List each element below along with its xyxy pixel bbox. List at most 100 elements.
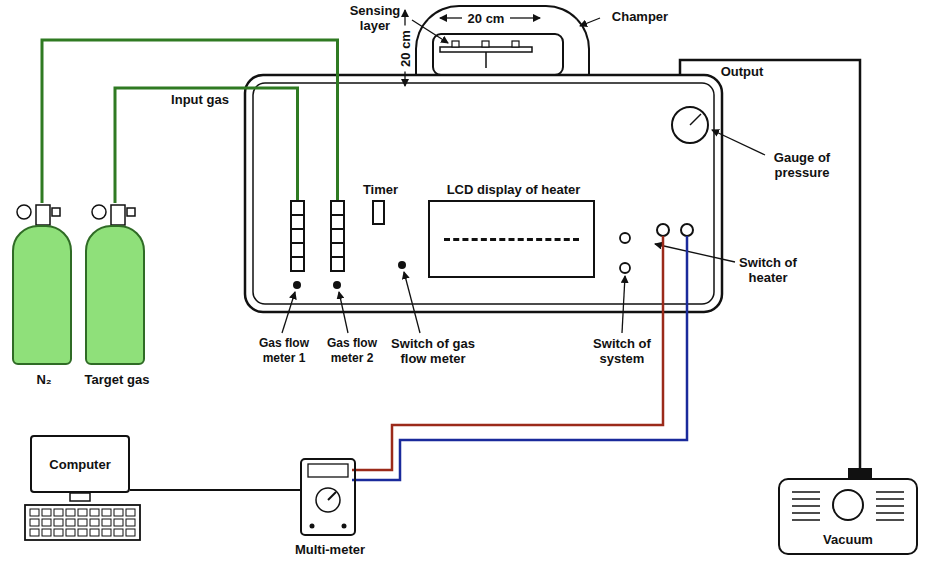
grille-line — [792, 491, 820, 493]
leader-line — [404, 272, 420, 333]
valve — [36, 205, 50, 225]
electrode — [482, 41, 489, 47]
main-unit-panel — [253, 83, 714, 304]
keyboard — [25, 505, 140, 540]
node-label: Target gas — [67, 372, 167, 387]
text-label: 20 cm — [398, 26, 413, 72]
lcd-segments — [444, 238, 579, 241]
valve-gauge — [92, 205, 106, 219]
leader-line — [655, 244, 735, 262]
key — [66, 529, 75, 536]
leader-line — [712, 130, 765, 155]
pump-inlet — [848, 468, 872, 478]
node-label: Vacuum — [823, 532, 873, 547]
meter-display — [308, 464, 348, 477]
node-label: Timer — [354, 182, 407, 197]
key — [42, 529, 51, 536]
electrode — [452, 41, 459, 47]
key — [54, 519, 63, 526]
grille-line — [876, 512, 904, 514]
text-label: Switch of heater — [735, 255, 801, 285]
node-label: N₂ — [9, 372, 79, 387]
key — [78, 529, 87, 536]
main-unit — [245, 75, 722, 312]
gas-line — [42, 40, 338, 203]
meter-socket — [310, 524, 315, 529]
valve-gauge — [17, 205, 31, 219]
flow-knob — [293, 281, 301, 289]
node-label: Multi-meter — [282, 542, 378, 557]
key — [114, 529, 123, 536]
grille-line — [876, 519, 904, 521]
grille-line — [876, 505, 904, 507]
switch-circle — [620, 233, 630, 243]
dimension-arrow — [404, 70, 405, 86]
key — [66, 509, 75, 516]
timer-box: Timer — [372, 200, 385, 225]
key — [114, 519, 123, 526]
node-label: Gas flow meter 1 — [254, 336, 314, 366]
text-label: Switch of system — [585, 336, 659, 366]
node-label: Gas flow meter 2 — [322, 336, 382, 366]
dimension-arrow — [510, 17, 540, 18]
leader-line — [339, 292, 348, 333]
key — [90, 509, 99, 516]
gas-line — [130, 489, 300, 491]
text-label: 20 cm — [463, 11, 509, 26]
text-label: Gauge of pressure — [762, 150, 842, 180]
key — [102, 519, 111, 526]
gas-line — [115, 88, 298, 203]
electrode — [512, 41, 519, 47]
key — [30, 509, 39, 516]
key — [42, 519, 51, 526]
switch-dot — [398, 261, 406, 269]
key — [102, 529, 111, 536]
monitor-stand — [70, 493, 90, 501]
key — [30, 519, 39, 526]
node-label: Computer — [49, 457, 110, 472]
vacuum-pump: Vacuum — [778, 478, 918, 555]
key — [78, 519, 87, 526]
holder — [485, 52, 487, 68]
key — [90, 529, 99, 536]
text-label: Input gas — [160, 92, 240, 107]
gauge-needle — [690, 114, 701, 125]
text-label: Switch of gas flow meter — [385, 336, 481, 366]
valve-knob — [127, 208, 135, 216]
leader-line — [282, 292, 295, 333]
meter-dial — [316, 488, 340, 512]
key — [54, 529, 63, 536]
key — [114, 509, 123, 516]
valve-knob — [52, 208, 60, 216]
pressure-gauge — [672, 107, 708, 143]
key — [102, 509, 111, 516]
key — [126, 519, 135, 526]
pump-fan — [833, 490, 863, 520]
key — [66, 519, 75, 526]
key — [42, 509, 51, 516]
flow-meter: Gas flow meter 1 — [290, 200, 305, 272]
grille-line — [792, 498, 820, 500]
text-label: Output — [712, 64, 772, 79]
gas-cylinder: N₂ — [12, 225, 72, 365]
valve — [111, 205, 125, 225]
meter-socket — [342, 524, 347, 529]
grille-line — [876, 491, 904, 493]
pump-grille — [792, 492, 904, 520]
flow-meter: Gas flow meter 2 — [330, 200, 345, 272]
gas-cylinder: Target gas — [85, 225, 145, 365]
computer-monitor: Computer — [30, 435, 130, 493]
switch-circle — [620, 263, 630, 273]
output-pipe — [680, 60, 860, 470]
lcd-display: LCD display of heater — [428, 200, 595, 278]
chamber-inner — [433, 34, 563, 75]
key — [126, 509, 135, 516]
grille-line — [792, 519, 820, 521]
leader-line — [412, 20, 448, 43]
sensing-layer — [440, 47, 532, 52]
terminal — [657, 224, 669, 236]
grille-line — [792, 512, 820, 514]
leader-line — [622, 276, 625, 333]
key — [90, 519, 99, 526]
terminal — [681, 224, 693, 236]
